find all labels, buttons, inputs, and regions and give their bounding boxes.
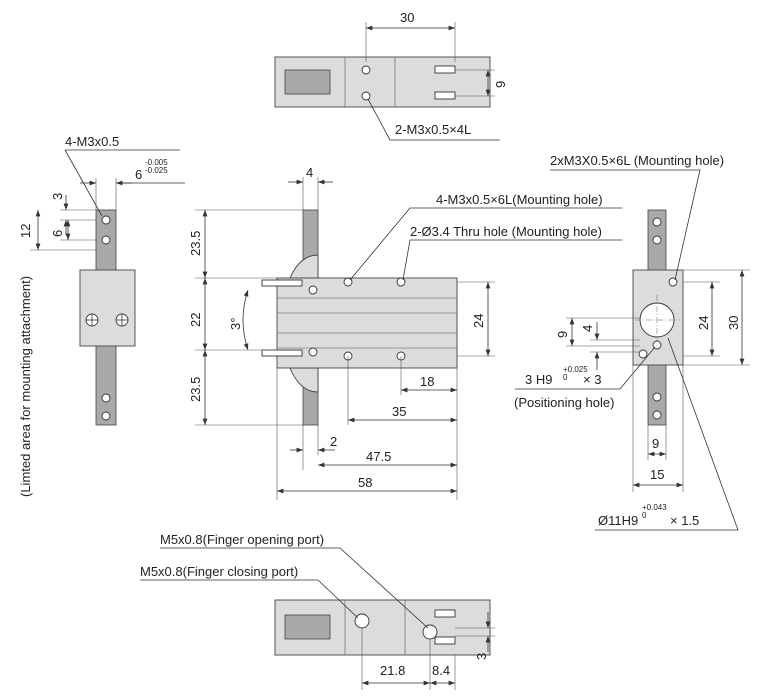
end-pos-tol-lower: 0: [563, 373, 568, 382]
opening-port: [354, 613, 370, 629]
end-pos-label: (Positioning hole): [514, 395, 614, 410]
side-dim-12: 12: [18, 224, 33, 238]
end-pos-tol-upper: +0.025: [563, 365, 588, 374]
end-dim-9: 9: [652, 436, 659, 451]
side-width-tol-upper: -0.005: [145, 158, 168, 167]
end-view: 2xM3X0.5×6L (Mounting hole) 24 30 9 4 3 …: [514, 153, 750, 531]
bottom-view: M5x0.8(Finger opening port) M5x0.8(Finge…: [140, 532, 495, 690]
side-body: [79, 269, 136, 347]
end-pos-hole: 3 H9: [525, 372, 552, 387]
front-mount-label: 4-M3x0.5×6L(Mounting hole): [436, 192, 603, 207]
end-dim-30: 30: [726, 316, 741, 330]
side-width-tol-lower: -0.025: [145, 166, 168, 175]
end-mount-label: 2xM3X0.5×6L (Mounting hole): [550, 153, 724, 168]
top-hole: [361, 91, 371, 101]
bottom-close-port: M5x0.8(Finger closing port): [140, 564, 298, 579]
side-dim-6: 6: [50, 230, 65, 237]
front-dim-24: 24: [471, 314, 486, 328]
bottom-dim-21-8: 21.8: [380, 663, 405, 678]
front-dim-35: 35: [392, 404, 406, 419]
front-dim-47-5: 47.5: [366, 449, 391, 464]
top-hole-label: 2-M3x0.5×4L: [395, 122, 471, 137]
end-pos-depth: × 3: [583, 372, 601, 387]
side-width-dim: 6: [135, 167, 142, 182]
front-thru-label: 2-Ø3.4 Thru hole (Mounting hole): [410, 224, 602, 239]
side-note: (Limted area for mounting attachment): [18, 276, 33, 497]
end-bore-tol-upper: +0.043: [642, 503, 667, 512]
end-bore-tol-lower: 0: [642, 511, 647, 520]
front-dim-4: 4: [306, 165, 313, 180]
side-thread-label: 4-M3x0.5: [65, 134, 119, 149]
top-dim-height: 9: [493, 81, 508, 88]
end-dim-15: 15: [650, 467, 664, 482]
front-body: [276, 277, 458, 369]
side-dim-3: 3: [50, 193, 65, 200]
front-view: 4-M3x0.5×6L(Mounting hole) 2-Ø3.4 Thru h…: [188, 165, 622, 500]
top-finger: [284, 69, 331, 95]
front-dim-22: 22: [188, 313, 203, 327]
front-dim-18: 18: [420, 374, 434, 389]
bottom-open-port: M5x0.8(Finger opening port): [160, 532, 324, 547]
front-dim-2: 2: [330, 434, 337, 449]
bottom-dim-8-4: 8.4: [432, 663, 450, 678]
side-view: 4-M3x0.5 6 -0.005 -0.025 3 6 12 (Limted …: [18, 134, 185, 497]
front-dim-58: 58: [358, 475, 372, 490]
end-bore-depth: × 1.5: [670, 513, 699, 528]
front-dim-23-5-bottom: 23.5: [188, 377, 203, 402]
end-bore: Ø11H9: [598, 513, 638, 528]
front-angle: 3°: [228, 318, 243, 330]
top-dim-width: 30: [400, 10, 414, 25]
bottom-dim-3: 3: [474, 653, 489, 660]
top-hole: [361, 65, 371, 75]
end-dim-9-v: 9: [555, 331, 570, 338]
end-dim-4: 4: [580, 325, 595, 332]
front-dim-23-5-top: 23.5: [188, 231, 203, 256]
top-view: 30 9 2-M3x0.5×4L: [274, 10, 508, 141]
end-dim-24: 24: [696, 316, 711, 330]
